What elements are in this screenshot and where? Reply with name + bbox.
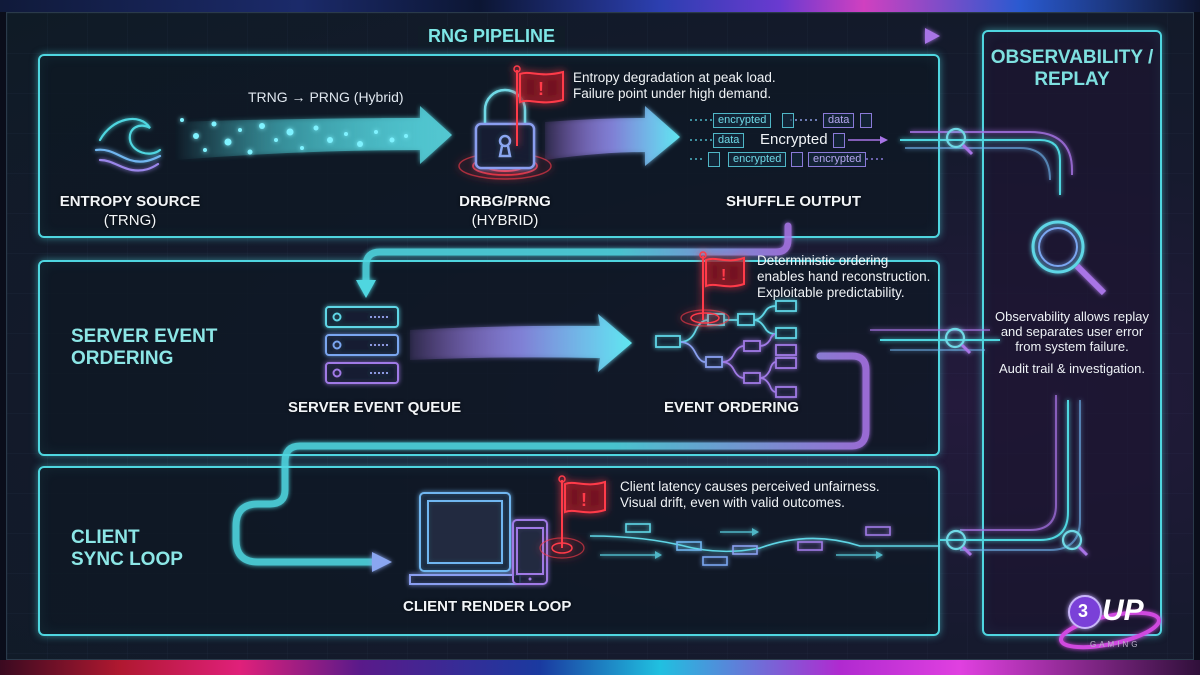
entropy-warning-note: Entropy degradation at peak load. Failur… [573,70,776,101]
event-ordering-label: EVENT ORDERING [664,399,800,416]
client-render-label: CLIENT RENDER LOOP [403,598,572,615]
chip-block [708,152,720,167]
warning-flag-icon-3: ! [558,475,606,548]
chip-data: data [823,113,855,128]
server-queue-label: SERVER EVENT QUEUE [288,399,462,416]
chip-encrypted: encrypted [713,113,772,128]
magnifier-icon-bottom-right [1061,529,1089,557]
observability-title: OBSERVABILITY / REPLAY [990,47,1154,90]
server-section-title: SERVER EVENT ORDERING [71,326,218,369]
chip-block [833,133,845,148]
encrypted-label: Encrypted [760,131,828,148]
pipe-shuffle-to-queue [362,222,792,286]
prng-output-arrow [545,106,680,166]
event-tree-icon [655,300,797,398]
chip-data: data [713,133,745,148]
obs-track-top [900,131,1073,195]
pipeline-title: RNG PIPELINE [418,26,566,47]
wave-icon [94,118,162,172]
shuffle-output-label: SHUFFLE OUTPUT [726,193,861,210]
client-warning-note: Client latency causes perceived unfairne… [620,479,880,510]
chip-block [791,152,803,167]
chip-encrypted: encrypted [728,152,787,167]
chip-encrypted: encrypted [808,152,867,167]
alert-ripple-2 [680,309,730,327]
magnifier-icon-top [945,127,974,156]
warning-flag-icon-2: ! [699,251,745,320]
entropy-particles [180,118,408,155]
svg-text:!: ! [538,79,544,99]
shuffle-rows [690,119,888,160]
entropy-source-label: ENTROPY SOURCE (TRNG) [59,193,201,229]
logo-word: UP [1102,594,1144,627]
logo-sub: GAMING [1090,640,1141,649]
top-decor-strip [0,0,1200,12]
pipe-server-to-client [232,352,870,566]
drbg-label: DRBG/PRNG (HYBRID) [459,193,551,229]
obs-track-bottom [940,395,1081,551]
warning-flag-icon: ! [513,65,564,146]
chip-block [782,113,794,128]
queue-to-ordering-arrow [410,314,632,372]
obs-track-middle [870,329,1000,351]
svg-text:!: ! [581,490,587,510]
magnifier-icon-middle [944,327,972,355]
client-section-title: CLIENT SYNC LOOP [71,527,183,570]
svg-text:!: ! [721,267,726,284]
flow-label: TRNG → PRNG (Hybrid) [248,89,404,105]
magnifier-icon-large [1031,220,1107,296]
server-stack-icon [325,306,399,384]
chip-block [860,113,872,128]
bottom-decor-strip [0,660,1200,675]
magnifier-icon-bottom-left [945,529,973,557]
logo-emblem [1059,595,1161,650]
laptop-phone-icon [409,492,548,585]
lock-icon [474,88,536,170]
ordering-warning-note: Deterministic ordering enables hand reco… [757,253,931,300]
observability-note: Observability allows replay and separate… [995,309,1149,376]
entropy-stream-arrow [175,106,452,164]
drift-stream [589,523,940,566]
logo-number: 3 [1078,601,1089,621]
